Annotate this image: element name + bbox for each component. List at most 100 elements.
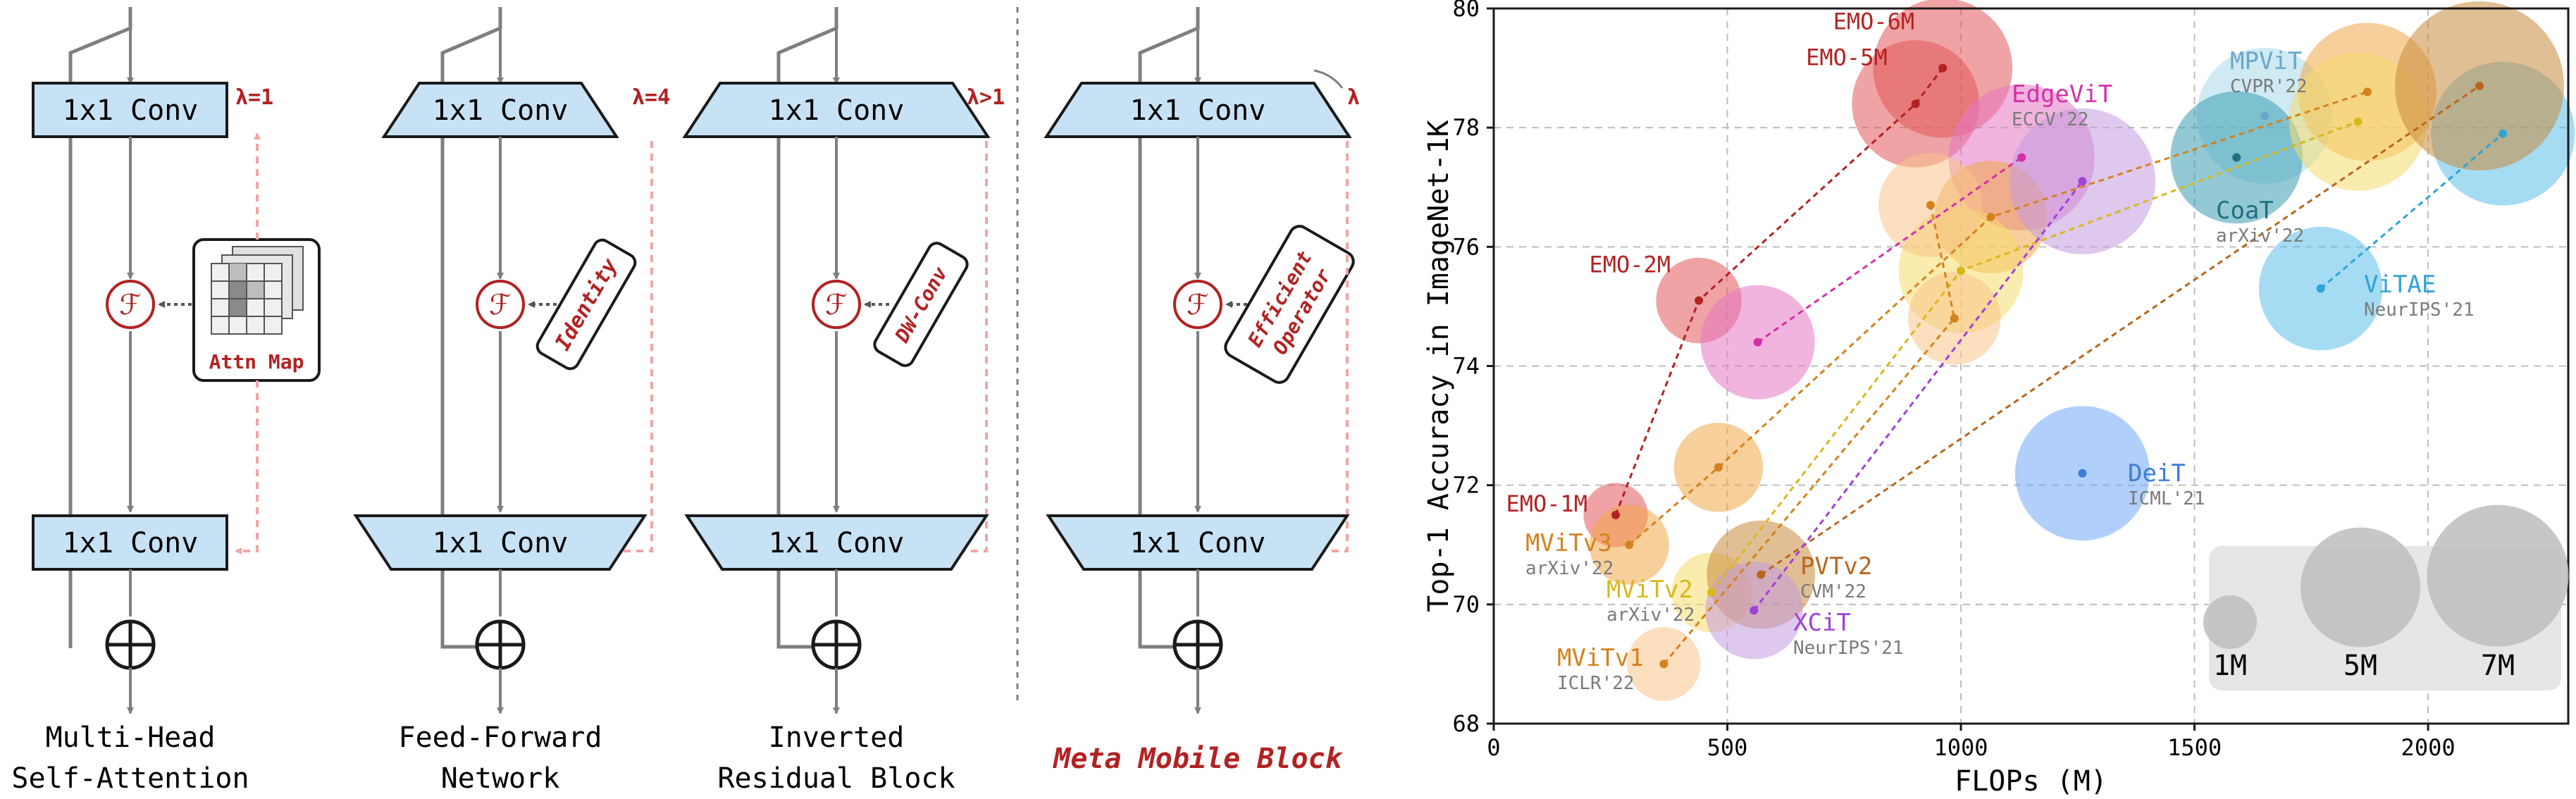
operator-f-icon <box>476 280 525 329</box>
point-mvitv1 <box>1926 201 1935 210</box>
bottom-conv-label: 1x1 Conv <box>63 527 199 559</box>
venue-mvitv1: ICLR'22 <box>1557 673 1635 694</box>
operator-f-icon <box>106 280 155 329</box>
x-tick-label: 1000 <box>1934 734 1988 761</box>
venue-mvitv3: arXiv'22 <box>1525 558 1614 579</box>
bubble-pvtv2 <box>1707 520 1816 629</box>
point-pvtv2 <box>1757 570 1766 579</box>
block-irb: 1x1 Conv λ>1 ℱ DW-Conv 1x1 Conv Inverted… <box>682 7 1005 795</box>
block-meta-mobile: 1x1 Conv λ ℱ Efficient Operator 1x1 Conv… <box>1044 7 1360 775</box>
bubble-xcit <box>2009 108 2155 254</box>
bottom-conv-box <box>1046 514 1350 571</box>
bubble-mvitv1 <box>1908 272 2001 365</box>
point-mvitv1 <box>1950 314 1959 323</box>
f-symbol: ℱ <box>825 289 847 321</box>
point-edgevit <box>2017 153 2026 162</box>
y-tick-label: 72 <box>1452 472 1480 499</box>
point-vitae <box>2498 129 2508 138</box>
x-tick-label: 1500 <box>2167 734 2222 761</box>
point-mpvit <box>2260 111 2270 120</box>
series-line-xcit <box>1753 180 2083 612</box>
chart-bubbles <box>1583 0 2575 701</box>
series-line-mvitv2 <box>1710 120 2359 593</box>
lambda-label: λ <box>1347 85 1360 110</box>
bubble-mvitv1 <box>1878 153 1983 257</box>
label-mvitv3: MViTv3 <box>1525 529 1612 557</box>
operator-card <box>1224 225 1355 384</box>
point-emo <box>1938 63 1948 73</box>
y-tick-label: 68 <box>1452 710 1480 737</box>
lambda-label: λ=4 <box>632 85 670 110</box>
block-ffn: 1x1 Conv λ=4 ℱ Identity 1x1 Conv Feed-Fo… <box>353 7 670 795</box>
top-conv-box <box>381 82 619 138</box>
caption-line-2: Network <box>441 762 560 795</box>
point-mvitv2 <box>1707 588 1716 597</box>
legend-label: 5M <box>2343 650 2377 682</box>
operator-f-icon <box>1173 280 1222 329</box>
top-conv-box <box>682 82 991 138</box>
point-xcit <box>2078 177 2087 186</box>
label-coat: CoaT <box>2216 197 2274 225</box>
x-tick-label: 0 <box>1487 734 1500 761</box>
bubble-vitae <box>2258 226 2383 351</box>
bubble-vitae <box>2431 61 2575 206</box>
f-symbol: ℱ <box>489 289 511 321</box>
bubble-deit <box>2014 406 2150 541</box>
bubble-mvitv2 <box>1898 208 2024 333</box>
bubble-mvitv3 <box>1673 423 1764 512</box>
operator-label: Attn Map <box>209 350 304 373</box>
point-emo <box>1611 510 1621 519</box>
operator-card <box>873 242 969 367</box>
chart-legend: 1M 5M 7M <box>2203 504 2569 682</box>
point-mvitv3 <box>1714 463 1723 472</box>
bottom-conv-label: 1x1 Conv <box>1130 527 1266 559</box>
series-line-mvitv3 <box>1628 90 2368 546</box>
y-tick-label: 74 <box>1452 353 1480 380</box>
point-edgevit <box>1753 337 1762 347</box>
top-conv-box <box>32 82 228 138</box>
label-mvitv2: MViTv2 <box>1606 576 1693 604</box>
label-emo-6m: EMO-6M <box>1833 8 1915 35</box>
bubble-coat <box>2170 91 2303 224</box>
venue-edgevit: ECCV'22 <box>2012 109 2089 130</box>
label-xcit: XCiT <box>1793 609 1851 637</box>
venue-mpvit: CVPR'22 <box>2230 76 2308 97</box>
bubble-xcit <box>1705 562 1803 659</box>
label-edgevit: EdgeViT <box>2012 80 2112 109</box>
label-emo-5m: EMO-5M <box>1806 44 1888 70</box>
series-line-emo <box>1614 67 1944 516</box>
point-vitae <box>2316 284 2325 293</box>
bubble-edgevit <box>1948 84 2095 230</box>
label-emo-1m: EMO-1M <box>1506 490 1587 517</box>
point-mvitv2 <box>2353 117 2363 126</box>
y-tick-label: 80 <box>1452 0 1480 22</box>
bubble-mvitv3 <box>1589 504 1669 585</box>
y-tick-label: 76 <box>1452 233 1480 260</box>
venue-xcit: NeurIPS'21 <box>1793 638 1904 659</box>
bottom-conv-box <box>684 514 989 571</box>
legend-label: 1M <box>2213 650 2247 682</box>
label-mpvit: MPViT <box>2230 47 2302 75</box>
label-mvitv1: MViTv1 <box>1557 644 1644 672</box>
bubble-mvitv1 <box>1627 627 1701 701</box>
point-emo <box>1695 296 1704 305</box>
operator-card <box>535 238 637 371</box>
bubble-mvitv3 <box>2298 23 2436 161</box>
point-mvitv2 <box>1957 266 1966 275</box>
x-tick-label: 500 <box>1707 734 1748 761</box>
series-line-vitae <box>2320 132 2504 290</box>
operator-f-icon <box>812 280 861 329</box>
chart-grid <box>1493 8 2568 724</box>
y-tick-label: 70 <box>1452 591 1480 618</box>
series-line-edgevit <box>1757 156 2023 343</box>
bubble-emo <box>1583 483 1648 547</box>
caption-line-1: Inverted <box>769 721 905 754</box>
y-tick-label: 78 <box>1452 114 1480 141</box>
caption-line-1: Feed-Forward <box>399 721 602 754</box>
bubble-emo <box>1873 0 2012 138</box>
f-symbol: ℱ <box>119 289 141 321</box>
x-tick-label: 2000 <box>2401 734 2456 761</box>
legend-label: 7M <box>2481 650 2515 682</box>
label-emo-2m: EMO-2M <box>1589 251 1671 278</box>
